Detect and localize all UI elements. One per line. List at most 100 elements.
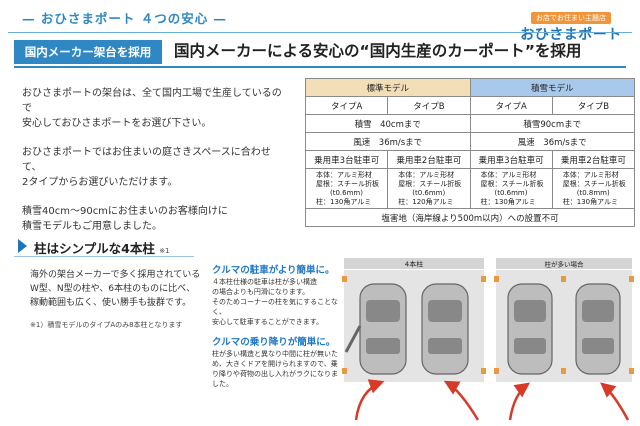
table-row: 本体：アルミ形材 屋根：スチール折板 (t0.6mm) 柱：130角アルミ 本体… <box>304 168 636 209</box>
table-row: タイプA タイプB タイプA タイプB <box>304 96 636 115</box>
table-row: 乗用車3台駐車可 乗用車2台駐車可 乗用車3台駐車可 乗用車2台駐車可 <box>304 150 636 169</box>
section2-divider <box>14 256 194 257</box>
four-post-panel: 4本柱 <box>342 258 486 421</box>
feature-line: ４本柱仕様の駐車は柱が多い構造 <box>212 278 317 286</box>
post <box>494 368 499 374</box>
material-line: 柱：130角アルミ <box>562 197 619 206</box>
feature2-title: クルマの乗り降りが簡単に。 <box>212 337 336 348</box>
material-cell: 本体：アルミ形材 屋根：スチール折板 (t0.6mm) 柱：130角アルミ <box>469 168 553 209</box>
intro-line: おひさまポートの架台は、全て国内工場で生産しているので <box>22 88 282 114</box>
footnote: ※1）積雪モデルのタイプAのみ8本柱となります <box>30 321 183 329</box>
material-cell: 本体：アルミ形材 屋根：スチール折板 (t0.6mm) 柱：130角アルミ <box>304 168 389 209</box>
section-headline: 国内メーカーによる安心の“国内生産のカーポート”を採用 <box>174 42 582 60</box>
capacity-cell: 乗用車2台駐車可 <box>387 150 471 169</box>
section2-title-note: ※1 <box>159 247 170 255</box>
parking-diagram: 4本柱 柱が多い場合 <box>342 258 634 421</box>
material-line: 柱：120角アルミ <box>398 197 454 206</box>
capacity-cell: 乗用車3台駐車可 <box>304 150 389 169</box>
intro-paragraph-2: おひさまポートではお住まいの庭さきスペースに合わせて、 2タイプからお選びいただ… <box>22 145 290 190</box>
material-line: 柱：130角アルミ <box>480 197 536 206</box>
panel-header-bar <box>496 258 632 269</box>
car <box>507 283 553 375</box>
material-line: 屋根：スチール折板 <box>562 179 626 188</box>
arrow-icon <box>443 380 480 421</box>
feature-line: 柱が多い構造と異なり中間に柱が無いた <box>212 350 338 358</box>
intro-line: 積雪40cm～90cmにお住まいのお客様向けに <box>22 206 228 217</box>
feature-line: の場合よりも円滑になります。 <box>212 288 310 296</box>
intro-line: 2タイプからお選びいただけます。 <box>22 177 178 188</box>
post <box>494 276 499 282</box>
snow-load-cell: 積雪90cmまで <box>469 114 635 133</box>
material-line: 本体：アルミ形材 <box>398 170 455 179</box>
table-row: 積雪 40cmまで 積雪90cmまで <box>305 114 635 133</box>
section2-body: 海外の架台メーカーで多く採用されている W型、N型の柱や、6本柱のものに比べ、 … <box>30 268 210 310</box>
model-header-standard: 標準モデル <box>305 78 471 97</box>
material-line: (t0.6mm) <box>412 188 446 197</box>
material-cell: 本体：アルミ形材 屋根：スチール折板 (t0.6mm) 柱：120角アルミ <box>387 168 471 209</box>
car <box>421 283 469 375</box>
material-line: 屋根：スチール折板 <box>316 179 379 188</box>
body-line: W型、N型の柱や、6本柱のものに比べ、 <box>30 284 196 294</box>
capacity-cell: 乗用車3台駐車可 <box>469 150 553 169</box>
panel-label-four-posts: 4本柱 <box>405 260 423 269</box>
section-tag: 国内メーカー架台を採用 <box>14 40 162 64</box>
post <box>342 276 347 282</box>
post <box>481 368 486 374</box>
intro-line: 安心しておひさまポートをお選び下さい。 <box>22 118 212 129</box>
intro-paragraph-3: 積雪40cm～90cmにお住まいのお客様向けに 積雪モデルもご用意しました。 <box>22 204 290 234</box>
body-line: 海外の架台メーカーで多く採用されている <box>30 270 201 280</box>
table-row: 塩害地（海岸線より500m以内）への設置不可 <box>305 208 635 227</box>
feature-line: 安心して駐車することができます。 <box>212 318 324 326</box>
feature-line: そのためコーナーの柱を気にすることなく、 <box>212 298 338 316</box>
salt-damage-note: 塩害地（海岸線より500m以内）への設置不可 <box>305 208 635 227</box>
feature-line: り降りや荷物の出し入れがラクになりま <box>212 370 338 378</box>
post <box>342 368 347 374</box>
intro-line: おひさまポートではお住まいの庭さきスペースに合わせて、 <box>22 147 271 173</box>
spec-table: 標準モデル 積雪モデル タイプA タイプB タイプA タイプB 積雪 40cmま… <box>304 78 636 227</box>
material-line: 屋根：スチール折板 <box>398 179 462 188</box>
logo: お店でお住まい主題店 おひさまポート <box>512 5 630 44</box>
feature-line: め、大きくドアを開けられますので、乗 <box>212 360 338 368</box>
logo-text: おひさまポート <box>520 27 622 43</box>
intro-line: 積雪モデルもご用意しました。 <box>22 221 162 232</box>
material-line: 柱：130角アルミ <box>316 197 372 206</box>
post <box>561 276 566 282</box>
material-cell: 本体：アルミ形材 屋根：スチール折板 (t0.8mm) 柱：130角アルミ <box>551 168 636 209</box>
intro-text: おひさまポートの架台は、全て国内工場で生産しているので 安心しておひさまポートを… <box>22 86 290 248</box>
multi-post-panel: 柱が多い場合 <box>494 258 634 421</box>
arrow-icon <box>354 379 385 421</box>
section2-title: 柱はシンプルな4本柱 ※1 <box>34 238 170 257</box>
post <box>629 276 634 282</box>
header-divider <box>8 32 632 33</box>
type-cell: タイプB <box>551 96 636 115</box>
feature2-body: 柱が多い構造と異なり中間に柱が無いた め、大きくドアを開けられますので、乗 り降… <box>212 349 340 389</box>
type-cell: タイプB <box>387 96 471 115</box>
panel-label-multi-posts: 柱が多い場合 <box>545 260 585 269</box>
wind-cell: 風速 36m/sまで <box>305 132 471 151</box>
material-line: (t0.8mm) <box>576 188 610 197</box>
model-header-snow: 積雪モデル <box>469 78 635 97</box>
table-row: 風速 36m/sまで 風速 36m/sまで <box>305 132 635 151</box>
intro-paragraph-1: おひさまポートの架台は、全て国内工場で生産しているので 安心しておひさまポートを… <box>22 86 290 131</box>
logo-tagline: お店でお住まい主題店 <box>531 12 611 24</box>
headline-divider <box>14 66 626 68</box>
snow-load-cell: 積雪 40cmまで <box>305 114 471 133</box>
car <box>575 283 621 375</box>
wind-cell: 風速 36m/sまで <box>469 132 635 151</box>
type-cell: タイプA <box>469 96 553 115</box>
feature1-body: ４本柱仕様の駐車は柱が多い構造 の場合よりも円滑になります。 そのためコーナーの… <box>212 277 340 327</box>
feature-line: した。 <box>212 380 233 388</box>
material-line: 屋根：スチール折板 <box>480 179 544 188</box>
panel-header-bar <box>344 258 484 269</box>
chevron-right-icon <box>18 239 27 253</box>
car <box>344 283 407 375</box>
section2-title-text: 柱はシンプルな4本柱 <box>34 241 155 256</box>
capacity-cell: 乗用車2台駐車可 <box>551 150 636 169</box>
material-line: (t0.6mm) <box>330 188 363 197</box>
type-cell: タイプA <box>304 96 389 115</box>
material-line: 本体：アルミ形材 <box>562 170 619 179</box>
material-line: 本体：アルミ形材 <box>316 170 372 179</box>
body-line: 稼動範囲も広く、使い勝手も抜群です。 <box>30 298 192 308</box>
arrow-icon <box>508 382 531 421</box>
post <box>481 276 486 282</box>
